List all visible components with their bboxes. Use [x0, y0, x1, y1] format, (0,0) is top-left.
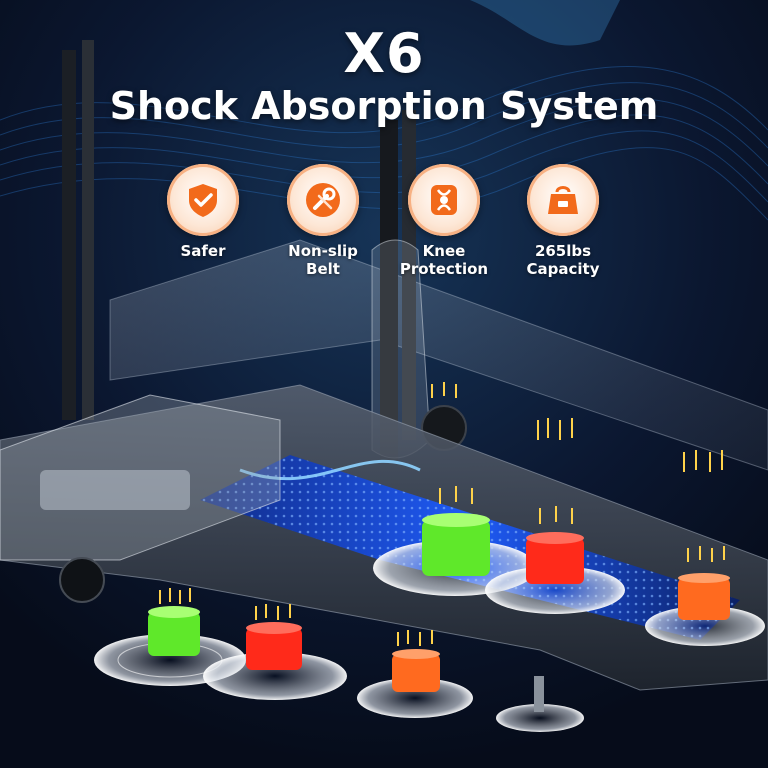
background-light-streak	[470, 0, 620, 46]
pad-ring	[357, 678, 473, 718]
knee-brace-icon	[431, 185, 457, 215]
glass-console-panel	[109, 239, 768, 471]
shock-pad-top	[246, 622, 302, 634]
left-upright-post	[62, 50, 76, 420]
pad-ring	[645, 606, 765, 646]
weight-icon	[548, 186, 578, 214]
leveling-foot	[534, 676, 544, 712]
belt-motion-streak	[239, 459, 421, 481]
shock-pad-top	[392, 649, 440, 659]
pad-ring	[203, 652, 347, 700]
feature-safer: Safer	[148, 164, 258, 260]
feature-capacity: 265lbs Capacity	[508, 164, 618, 278]
knee-badge	[408, 164, 480, 236]
feature-knee-protection: Knee Protection	[389, 164, 499, 278]
shock-pad-red	[246, 628, 302, 670]
shock-pad-group	[94, 513, 765, 732]
left-upright-post-2	[82, 40, 94, 420]
center-upright-post	[380, 120, 398, 460]
pad-ring	[496, 704, 584, 732]
shield-check-icon	[189, 184, 217, 217]
feature-label-knee-protection: Knee Protection	[399, 242, 489, 278]
pressure-arrows	[159, 382, 725, 646]
shock-pad-orange	[678, 578, 730, 620]
shock-pad-top	[422, 513, 490, 527]
motor-unit	[40, 470, 190, 510]
feature-non-slip-belt: Non-slip Belt	[268, 164, 378, 278]
safer-badge	[167, 164, 239, 236]
feature-label-safer: Safer	[180, 242, 226, 260]
shock-pad-green	[422, 520, 490, 576]
shock-pad-orange	[392, 654, 440, 692]
front-roller	[59, 557, 105, 603]
wrench-icon	[306, 183, 340, 217]
shock-pad-top	[148, 606, 200, 618]
capacity-badge	[527, 164, 599, 236]
shock-pad-top	[526, 532, 584, 544]
feature-label-capacity: 265lbs Capacity	[526, 242, 600, 278]
shock-pad-green	[148, 612, 200, 656]
shock-pad-red	[526, 538, 584, 584]
headline-subtitle: Shock Absorption System	[109, 84, 659, 128]
model-title: X6	[343, 22, 425, 85]
shock-pad-top	[678, 573, 730, 583]
non-slip-badge	[287, 164, 359, 236]
feature-label-non-slip-belt: Non-slip Belt	[288, 242, 358, 278]
pad-ring	[485, 566, 625, 614]
